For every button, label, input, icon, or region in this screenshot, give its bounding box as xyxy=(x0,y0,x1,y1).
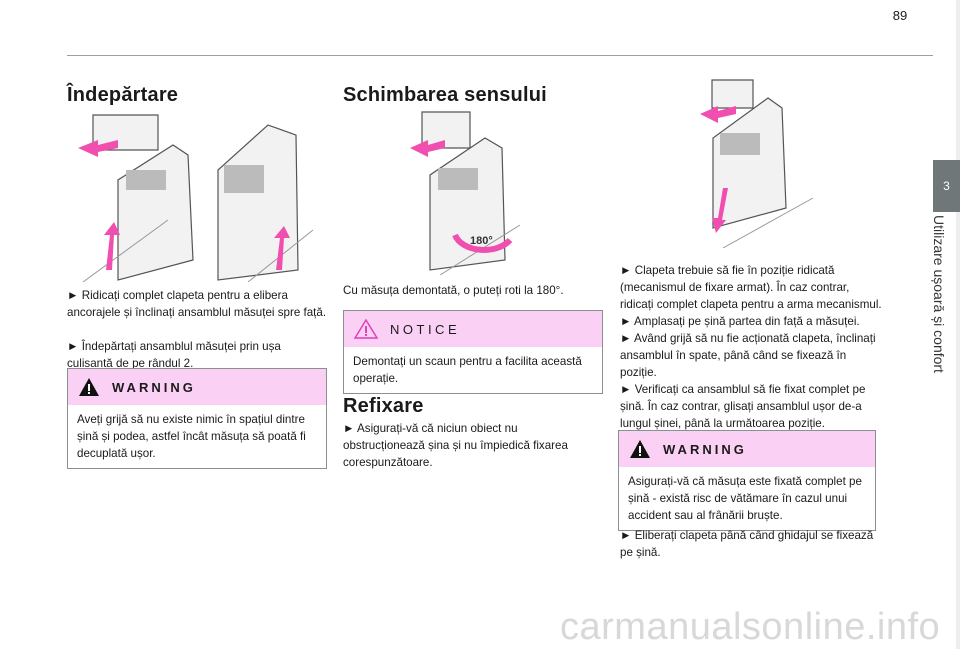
heading-change-direction: Schimbarea sensului xyxy=(343,84,547,106)
chapter-title-text: Utilizare ușoară și confort xyxy=(930,215,947,373)
warning-title: WARNING xyxy=(663,441,747,457)
page-number: 89 xyxy=(892,8,908,23)
chapter-tab[interactable]: 3 xyxy=(933,160,960,212)
arrow-icon xyxy=(700,106,736,233)
removal-step-2: ► Îndepărtați ansamblul măsuței prin ușa… xyxy=(67,340,281,370)
warning-text: Aveți grijă să nu existe nimic în spațiu… xyxy=(77,413,306,460)
notice-icon xyxy=(354,319,378,339)
refit-step-final: ► Eliberați clapeta până când ghidajul s… xyxy=(620,529,874,559)
refit-illustration xyxy=(700,79,814,248)
removal-step-1: ► Ridicați complet clapeta pentru a elib… xyxy=(67,289,327,319)
warning-header: WARNING xyxy=(619,431,875,467)
refit-step-1: ► Asigurați-vă că niciun obiect nu obstr… xyxy=(343,422,568,469)
chapter-title: Utilizare ușoară și confort xyxy=(930,215,960,395)
warning-box-2: WARNING Asigurați-vă că măsuța este fixa… xyxy=(618,430,876,531)
page-edge xyxy=(956,0,960,649)
refit-step-2: ► Clapeta trebuie să fie în poziție ridi… xyxy=(620,264,882,311)
header-divider xyxy=(67,55,933,56)
warning-text: Asigurați-vă că măsuța este fixată compl… xyxy=(628,475,862,522)
rotate-arrow-icon xyxy=(452,233,513,253)
warning-title: WARNING xyxy=(112,379,196,395)
notice-box: NOTICE Demontați un scaun pentru a facil… xyxy=(343,310,603,394)
rotate-illustration: 180° xyxy=(410,111,521,275)
warning-icon xyxy=(79,378,99,396)
notice-header: NOTICE xyxy=(344,311,602,347)
refit-step-3: ► Amplasați pe șină partea din față a mă… xyxy=(620,315,860,328)
arrow-icon xyxy=(410,140,445,157)
rotate-label: 180° xyxy=(470,235,493,247)
removal-illustration xyxy=(78,114,314,282)
arrow-icon xyxy=(78,140,290,270)
warning-box: WARNING Aveți grijă să nu existe nimic î… xyxy=(67,368,327,469)
heading-refit: Refixare xyxy=(343,395,424,417)
rotate-text: Cu măsuța demontată, o puteți roti la 18… xyxy=(343,284,564,297)
watermark: carmanualsonline.info xyxy=(560,606,941,648)
refit-step-4: ► Având grijă să nu fie acționată clapet… xyxy=(620,332,876,379)
warning-icon xyxy=(630,440,650,458)
heading-removal: Îndepărtare xyxy=(67,84,179,106)
refit-step-5: ► Verificați ca ansamblul să fie fixat c… xyxy=(620,383,866,430)
warning-header: WARNING xyxy=(68,369,326,405)
notice-title: NOTICE xyxy=(390,321,461,337)
notice-text: Demontați un scaun pentru a facilita ace… xyxy=(353,355,582,385)
